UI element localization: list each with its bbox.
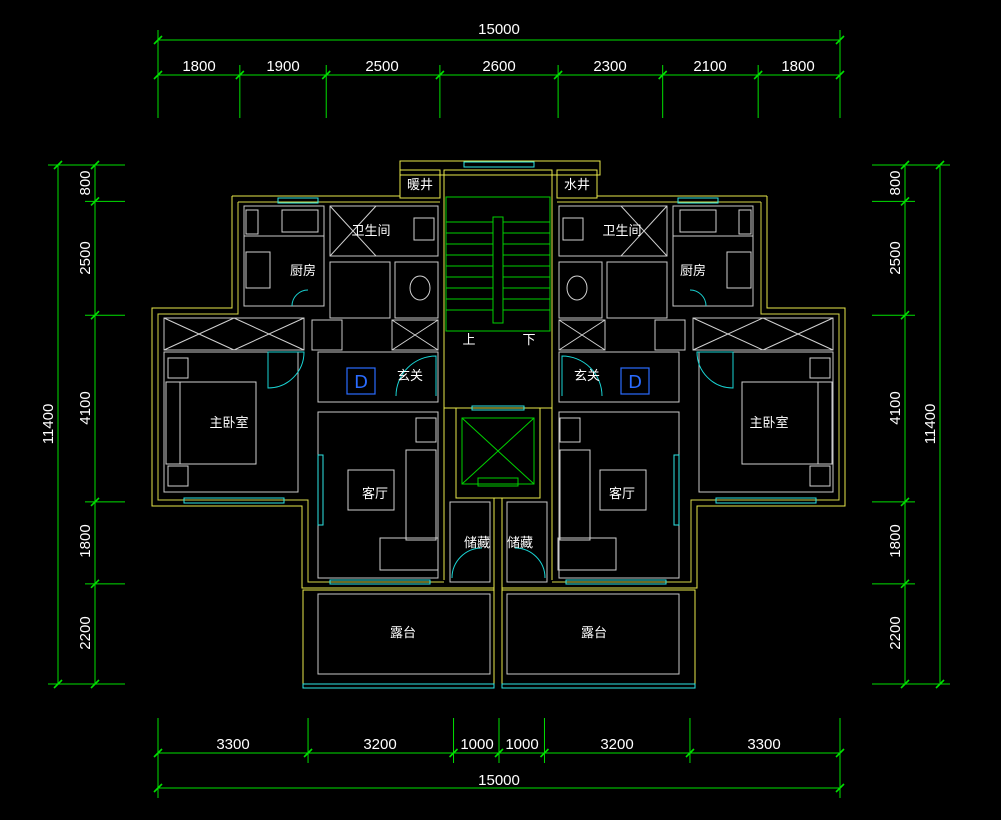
bottom-dimension-3: 1000	[460, 736, 493, 753]
top-dimension-3: 2500	[365, 58, 398, 75]
right-dimension-4: 1800	[887, 524, 904, 557]
top-dimension-1: 1800	[182, 58, 215, 75]
top-ticks-tick-0	[153, 70, 163, 80]
stair-up-label: 上	[462, 333, 475, 348]
bottom-ticks-tick-6	[835, 748, 845, 758]
left-dimension-2: 2500	[77, 241, 94, 274]
entrance-right-label: 玄关	[574, 369, 600, 384]
bottom-ticks-tick-5	[685, 748, 695, 758]
top-ticks-tick-3	[435, 70, 445, 80]
top-ticks-tick-2	[321, 70, 331, 80]
right-ticks-tick-1	[900, 196, 910, 206]
bottom-ticks-tick-0	[153, 748, 163, 758]
right-ticks-tick-0	[900, 160, 910, 170]
storage-left-label: 储藏	[464, 536, 490, 551]
master-bedroom-right-label: 主卧室	[749, 415, 788, 431]
right-dimension-2: 2500	[887, 241, 904, 274]
right-total-dimension: 11400	[922, 404, 939, 445]
right-ticks-tick-2	[900, 310, 910, 320]
storage-right-label: 储藏	[507, 536, 533, 551]
master-bedroom-left-label: 主卧室	[209, 415, 248, 431]
right-ticks-tick-3	[900, 497, 910, 507]
bottom-total-dimension: 15000	[478, 772, 520, 789]
left-dimension-3: 4100	[77, 391, 94, 424]
windows	[183, 161, 817, 585]
left-ticks-tick-4	[90, 579, 100, 589]
bottom-ticks-tick-1	[303, 748, 313, 758]
dimension-lines	[48, 30, 950, 798]
top-ticks-tick-4	[553, 70, 563, 80]
left-dimension-5: 2200	[77, 616, 94, 649]
doors	[267, 289, 734, 579]
right-dimension-3: 4100	[887, 391, 904, 424]
terraces	[302, 589, 696, 689]
terrace-right-label: 露台	[581, 626, 607, 641]
left-ticks-tick-3	[90, 497, 100, 507]
left-ticks-tick-5	[90, 679, 100, 689]
top-ticks-tick-5	[658, 70, 668, 80]
left-ticks-tick-0	[90, 160, 100, 170]
furniture	[163, 205, 834, 571]
stair-down-label: 下	[522, 333, 535, 348]
right-ticks-tick-4	[900, 579, 910, 589]
kitchen-right-label: 厨房	[680, 263, 706, 279]
bottom-ticks-tick-2	[448, 748, 459, 758]
bathroom-right-label: 卫生间	[602, 224, 641, 239]
top-dimension-5: 2300	[593, 58, 626, 75]
staircase	[445, 196, 551, 487]
kitchen-left-label: 厨房	[290, 263, 316, 279]
right-ticks-tick-5	[900, 679, 910, 689]
top-ticks-tick-1	[235, 70, 245, 80]
left-dimension-1: 800	[77, 170, 94, 195]
entry-mark-right: D	[628, 372, 642, 393]
top-dimension-2: 1900	[266, 58, 299, 75]
bottom-dimension-1: 3300	[216, 736, 249, 753]
left-total-dimension: 11400	[40, 404, 57, 445]
living-left-label: 客厅	[362, 486, 388, 502]
bottom-dimension-4: 1000	[505, 736, 538, 753]
left-ticks-tick-1	[90, 196, 100, 206]
bottom-dimension-6: 3300	[747, 736, 780, 753]
bathroom-left-label: 卫生间	[351, 224, 390, 239]
heating-shaft-label: 暖井	[407, 178, 433, 193]
top-dimension-7: 1800	[781, 58, 814, 75]
top-ticks-tick-6	[753, 70, 763, 80]
top-dimension-4: 2600	[482, 58, 515, 75]
water-shaft-label: 水井	[564, 178, 590, 193]
entrance-left-label: 玄关	[397, 369, 423, 384]
right-dimension-1: 800	[887, 170, 904, 195]
top-total-dimension: 15000	[478, 21, 520, 38]
top-ticks-tick-7	[835, 70, 845, 80]
bottom-dimension-5: 3200	[600, 736, 633, 753]
bottom-ticks-tick-4	[539, 748, 550, 758]
entry-mark-left: D	[354, 372, 368, 393]
bottom-ticks-tick-3	[494, 748, 504, 758]
left-ticks-tick-2	[90, 310, 100, 320]
terrace-left-label: 露台	[390, 626, 416, 641]
walls	[151, 160, 846, 688]
living-right-label: 客厅	[609, 486, 635, 502]
top-dimension-6: 2100	[693, 58, 726, 75]
left-dimension-4: 1800	[77, 524, 94, 557]
bottom-dimension-2: 3200	[363, 736, 396, 753]
right-dimension-5: 2200	[887, 616, 904, 649]
